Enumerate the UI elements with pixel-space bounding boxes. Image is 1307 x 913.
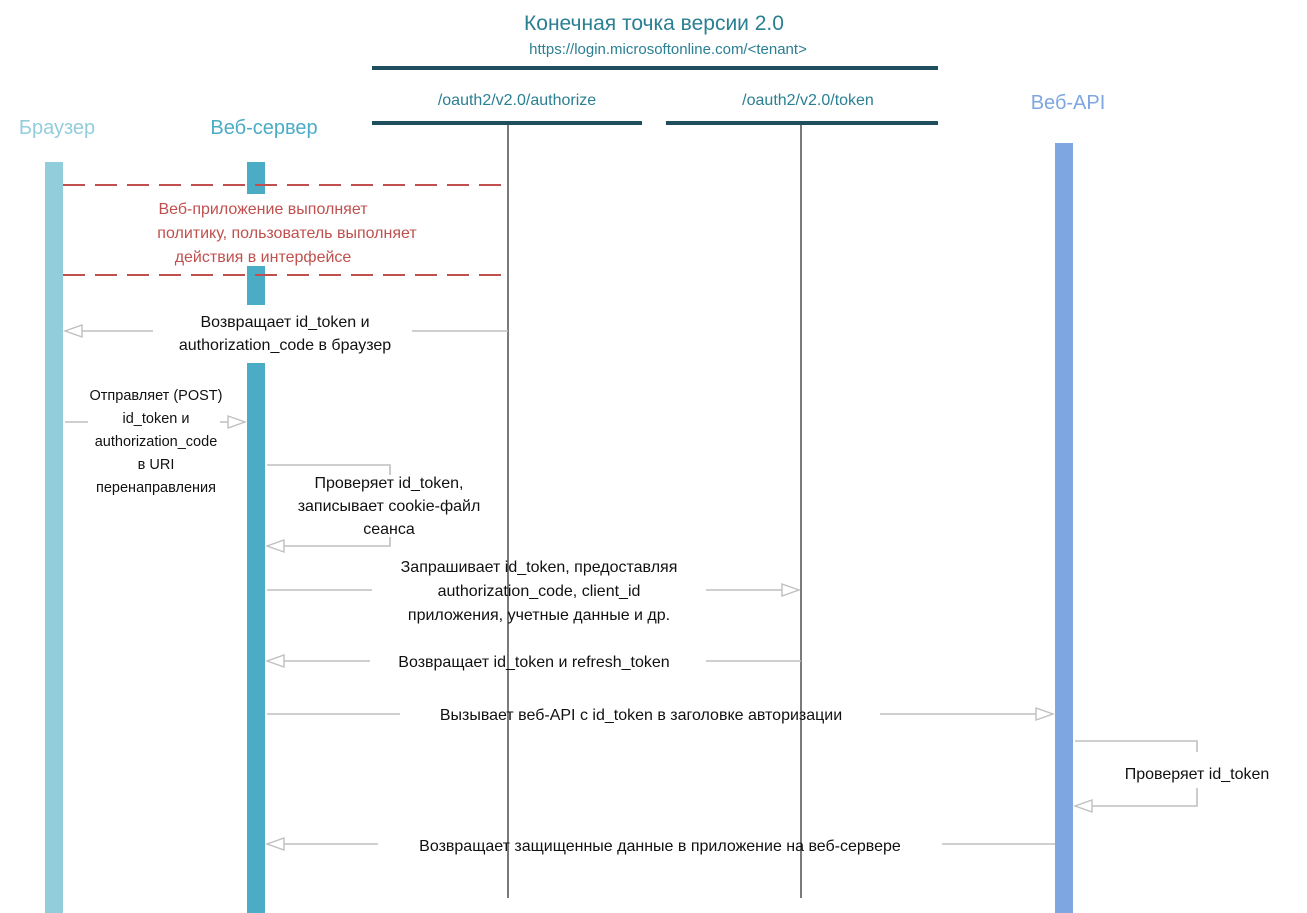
policy-note-line-1: Веб-приложение выполняет xyxy=(158,201,368,218)
post-tokens-label-1: Отправляет (POST) xyxy=(90,388,223,404)
api-validate-self-arrow-bottom xyxy=(1075,788,1198,806)
request-token-label-2: authorization_code, client_id xyxy=(438,583,641,600)
web-api-label: Веб-API xyxy=(1031,92,1106,114)
endpoint-group-bar xyxy=(372,66,938,70)
browser-label: Браузер xyxy=(19,117,95,139)
post-tokens-label-4: в URI xyxy=(138,457,175,473)
web-api-activation xyxy=(1055,143,1073,913)
authorize-endpoint-bar xyxy=(372,121,642,125)
endpoint-title: Конечная точка версии 2.0 xyxy=(524,12,784,35)
request-token-label-3: приложения, учетные данные и др. xyxy=(408,607,670,624)
web-server-activation-2 xyxy=(247,266,265,305)
api-validate-self-arrow-top xyxy=(1075,740,1198,752)
return-tokens-label-2: authorization_code в браузер xyxy=(179,337,391,354)
authorize-endpoint-label: /oauth2/v2.0/authorize xyxy=(438,92,596,109)
return-data-label: Возвращает защищенные данные в приложени… xyxy=(419,838,901,855)
post-tokens-label-2: id_token и xyxy=(123,411,190,427)
validate-cookie-label-3: сеанса xyxy=(363,521,415,538)
web-server-label: Веб-сервер xyxy=(210,117,317,139)
token-endpoint-bar xyxy=(666,121,938,125)
post-tokens-label-3: authorization_code xyxy=(95,434,218,450)
web-server-activation-3 xyxy=(247,363,265,913)
policy-note-line-2: политику, пользователь выполняет xyxy=(157,225,417,242)
request-token-label-1: Запрашивает id_token, предоставляя xyxy=(401,559,678,576)
web-server-activation-1 xyxy=(247,162,265,194)
return-refresh-label: Возвращает id_token и refresh_token xyxy=(398,654,669,671)
token-endpoint-label: /oauth2/v2.0/token xyxy=(742,92,874,109)
endpoint-url: https://login.microsoftonline.com/<tenan… xyxy=(529,41,807,58)
call-api-label: Вызывает веб-API с id_token в заголовке … xyxy=(440,707,842,724)
api-validate-label: Проверяет id_token xyxy=(1125,766,1270,783)
validate-cookie-label-2: записывает cookie-файл xyxy=(298,498,481,515)
policy-note-line-3: действия в интерфейсе xyxy=(175,249,352,266)
post-tokens-label-5: перенаправления xyxy=(96,480,216,496)
validate-cookie-self-arrow-top xyxy=(267,464,391,475)
browser-activation xyxy=(45,162,63,913)
validate-cookie-self-arrow-bottom xyxy=(267,537,391,546)
validate-cookie-label-1: Проверяет id_token, xyxy=(315,475,464,492)
return-tokens-label-1: Возвращает id_token и xyxy=(200,314,369,331)
